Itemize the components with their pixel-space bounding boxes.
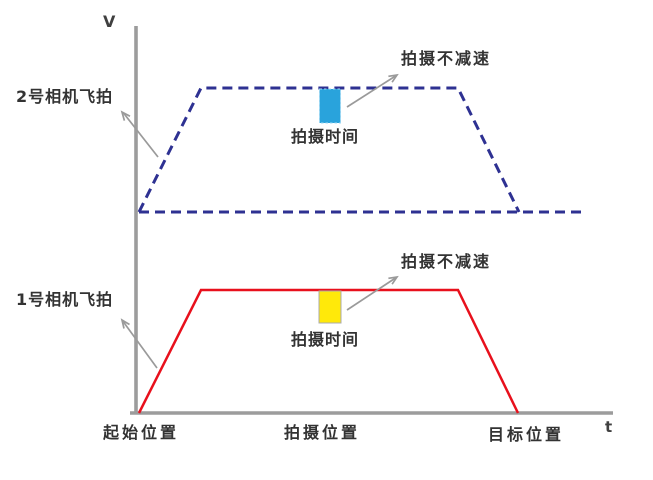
camera2-no-decel-arrow-line xyxy=(346,75,396,108)
camera1-label-arrow-line xyxy=(122,321,158,369)
camera1-shoot-time-label: 拍摄时间 xyxy=(291,330,360,349)
camera2-shoot-time-marker xyxy=(319,88,341,124)
camera2-curve-label: 2号相机飞拍 xyxy=(16,87,114,106)
start-position-label: 起始位置 xyxy=(103,423,180,442)
camera1-velocity-curve xyxy=(137,288,520,414)
camera1-no-decel-arrowhead xyxy=(388,275,399,285)
camera1-curve-label: 1号相机飞拍 xyxy=(16,290,114,309)
camera1-no-decel-label: 拍摄不减速 xyxy=(401,252,492,271)
camera1-no-decel-arrow-line xyxy=(346,277,396,311)
camera2-velocity-curve xyxy=(137,86,521,213)
camera1-shoot-time-marker xyxy=(318,290,342,324)
target-position-label: 目标位置 xyxy=(488,425,565,444)
camera2-shoot-time-label: 拍摄时间 xyxy=(291,127,360,146)
camera2-no-decel-arrowhead xyxy=(388,73,399,83)
t-axis-label: t xyxy=(605,418,613,436)
camera2-label-arrowhead xyxy=(120,110,131,121)
camera2-no-decel-label: 拍摄不减速 xyxy=(401,49,492,68)
v-axis-label: V xyxy=(103,12,116,31)
shoot-position-label: 拍摄位置 xyxy=(284,423,361,442)
camera1-label-arrowhead xyxy=(120,318,130,329)
camera2-label-arrow-line xyxy=(122,112,159,158)
